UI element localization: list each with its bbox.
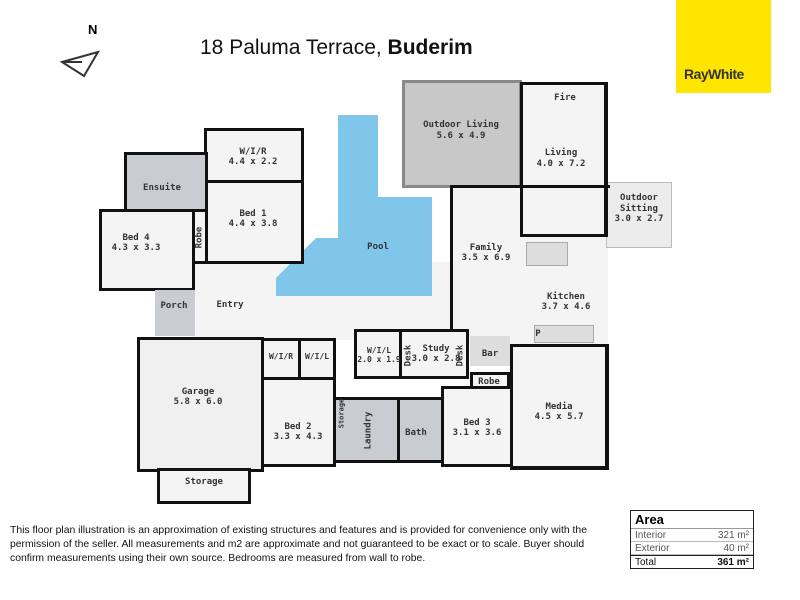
room-label: Kitchen bbox=[547, 292, 585, 302]
room-label: W/I/L bbox=[304, 352, 330, 361]
room-label: Laundry bbox=[363, 411, 374, 450]
room-laundry bbox=[333, 397, 400, 463]
room-label: Family bbox=[469, 243, 503, 253]
room-label: Fire bbox=[554, 93, 576, 103]
room-label: W/I/R bbox=[268, 352, 294, 361]
room-label: Sitting bbox=[620, 204, 658, 214]
room-label: Robe bbox=[194, 226, 205, 249]
room-label: 3.5 x 6.9 bbox=[461, 253, 511, 263]
room-robe1 bbox=[192, 209, 208, 264]
room-label: 3.1 x 3.6 bbox=[452, 428, 502, 438]
room-label: 4.4 x 2.2 bbox=[228, 157, 278, 167]
room-label: P bbox=[535, 329, 541, 339]
room-study bbox=[399, 329, 469, 379]
room-label: Media bbox=[545, 402, 573, 412]
room-label: 4.3 x 3.3 bbox=[111, 243, 161, 253]
room-label: 4.4 x 3.8 bbox=[228, 219, 278, 229]
room-label: Study bbox=[422, 344, 450, 354]
kitchen-bench bbox=[534, 325, 594, 343]
brand-logo: RayWhite bbox=[676, 0, 771, 93]
room-bed3 bbox=[441, 386, 513, 467]
room-label: Bath bbox=[405, 428, 427, 438]
room-label: 4.5 x 5.7 bbox=[534, 412, 584, 422]
room-label: Ensuite bbox=[143, 183, 181, 193]
room-storage bbox=[157, 468, 251, 504]
room-label: 5.8 x 6.0 bbox=[173, 397, 223, 407]
room-label: Pool bbox=[367, 242, 389, 252]
room-label: 4.0 x 7.2 bbox=[536, 159, 586, 169]
room-bed1 bbox=[204, 180, 304, 264]
room-label: W/I/R bbox=[239, 147, 267, 157]
room-label: Bed 3 bbox=[463, 418, 491, 428]
room-label: 5.6 x 4.9 bbox=[436, 131, 486, 141]
disclaimer: This floor plan illustration is an appro… bbox=[10, 525, 587, 564]
room-porch bbox=[155, 290, 195, 336]
room-label: 3.0 x 2.8 bbox=[411, 354, 461, 364]
room-label: Storage bbox=[337, 398, 346, 429]
north-label: N bbox=[88, 22, 98, 37]
room-label: Bed 1 bbox=[239, 209, 267, 219]
room-label: Porch bbox=[160, 301, 188, 311]
room-wil3 bbox=[354, 329, 402, 379]
room-label: 3.7 x 4.6 bbox=[541, 302, 591, 312]
room-label: 3.0 x 2.7 bbox=[614, 214, 664, 224]
room-label: Bar bbox=[481, 349, 499, 359]
room-label: Entry bbox=[216, 300, 244, 310]
room-label: Storage bbox=[185, 477, 223, 487]
room-label: Outdoor Living bbox=[423, 120, 499, 130]
room-bar bbox=[470, 336, 510, 366]
room-label: 2.0 x 1.9 bbox=[357, 355, 401, 364]
kitchen-island bbox=[526, 242, 568, 266]
room-label: W/I/L bbox=[366, 346, 392, 355]
room-robe3 bbox=[470, 372, 510, 389]
page-title: 18 Paluma Terrace, Buderim bbox=[200, 36, 473, 59]
room-label: Garage bbox=[181, 387, 215, 397]
room-label: Living bbox=[544, 148, 578, 158]
room-living bbox=[520, 82, 608, 237]
room-media bbox=[510, 344, 609, 470]
room-family bbox=[450, 185, 610, 347]
room-label: Robe bbox=[478, 377, 500, 387]
room-label: 3.3 x 4.3 bbox=[273, 432, 323, 442]
room-label: Bed 2 bbox=[284, 422, 312, 432]
room-bed2 bbox=[261, 377, 336, 467]
room-label: Desk bbox=[455, 344, 466, 367]
north-arrow-icon bbox=[59, 50, 101, 78]
room-label: Outdoor bbox=[620, 193, 658, 203]
room-ensuite bbox=[124, 152, 208, 212]
room-label: Bed 4 bbox=[122, 233, 150, 243]
